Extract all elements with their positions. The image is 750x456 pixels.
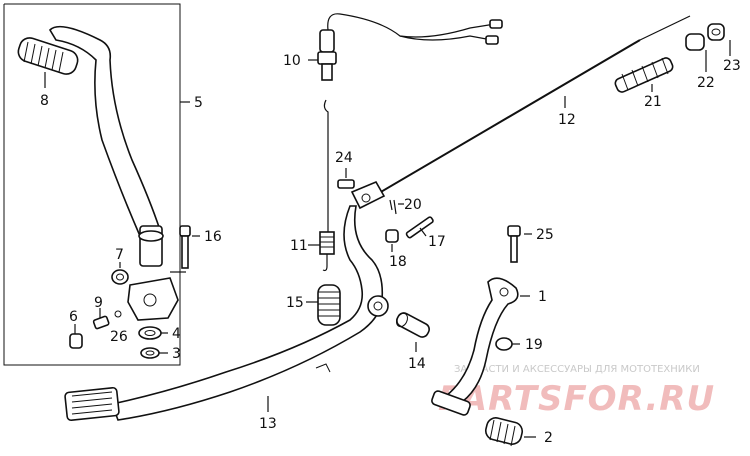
label-11: 11 bbox=[290, 238, 308, 254]
nut-19 bbox=[495, 337, 520, 351]
brake-rod-12 bbox=[373, 15, 691, 197]
label-17: 17 bbox=[428, 234, 446, 250]
label-16: 16 bbox=[204, 229, 222, 245]
label-24: 24 bbox=[335, 150, 353, 166]
joint-22 bbox=[685, 33, 707, 72]
label-9: 9 bbox=[94, 295, 103, 311]
bolt-16 bbox=[179, 225, 200, 269]
spring-11 bbox=[308, 231, 335, 272]
label-19: 19 bbox=[525, 337, 543, 353]
washer-3 bbox=[140, 347, 168, 359]
kick-starter-group-bracket bbox=[3, 3, 190, 366]
label-4: 4 bbox=[172, 326, 181, 342]
watermark-logo: PARTSFOR.RU bbox=[438, 379, 715, 419]
return-spring-15 bbox=[306, 284, 341, 326]
footpeg-rubber-2 bbox=[484, 417, 536, 447]
kick-boss bbox=[127, 271, 186, 321]
label-18: 18 bbox=[389, 254, 407, 270]
clip-26 bbox=[114, 310, 122, 318]
switch-spring-rod bbox=[323, 99, 329, 232]
bolt-24 bbox=[337, 168, 355, 189]
bolt-6 bbox=[69, 324, 83, 349]
label-25: 25 bbox=[536, 227, 554, 243]
label-7: 7 bbox=[115, 247, 124, 263]
label-2: 2 bbox=[544, 430, 553, 446]
pivot-collar-14 bbox=[395, 312, 430, 352]
label-3: 3 bbox=[172, 346, 181, 362]
brake-switch-10 bbox=[308, 13, 503, 81]
cotter-pin-20 bbox=[389, 199, 404, 215]
watermark-tagline: ЗАПЧАСТИ И АКСЕССУАРЫ ДЛЯ МОТОТЕХНИКИ bbox=[454, 364, 700, 375]
label-15: 15 bbox=[286, 295, 304, 311]
spring-21 bbox=[614, 57, 674, 93]
o-ring-4 bbox=[138, 326, 168, 340]
label-5: 5 bbox=[194, 95, 203, 111]
brake-pedal-13 bbox=[64, 205, 389, 422]
label-23: 23 bbox=[723, 58, 741, 74]
label-21: 21 bbox=[644, 94, 662, 110]
bolt-17 bbox=[405, 216, 434, 239]
label-26: 26 bbox=[110, 329, 128, 345]
nut-7 bbox=[111, 262, 129, 285]
kick-grip-rubber bbox=[17, 37, 79, 88]
label-8: 8 bbox=[40, 93, 49, 109]
label-10: 10 bbox=[283, 53, 301, 69]
nut-18 bbox=[385, 229, 399, 252]
label-6: 6 bbox=[69, 309, 78, 325]
kick-starter-arm bbox=[48, 25, 164, 267]
pin-9 bbox=[92, 308, 110, 330]
label-1: 1 bbox=[538, 289, 547, 305]
step-bar-1 bbox=[431, 277, 530, 416]
label-14: 14 bbox=[408, 356, 426, 372]
adjusting-nut-23 bbox=[707, 23, 731, 56]
label-20: 20 bbox=[404, 197, 422, 213]
label-22: 22 bbox=[697, 75, 715, 91]
brake-arm bbox=[350, 180, 386, 210]
label-13: 13 bbox=[259, 416, 277, 432]
label-12: 12 bbox=[558, 112, 576, 128]
bolt-25 bbox=[507, 225, 532, 263]
